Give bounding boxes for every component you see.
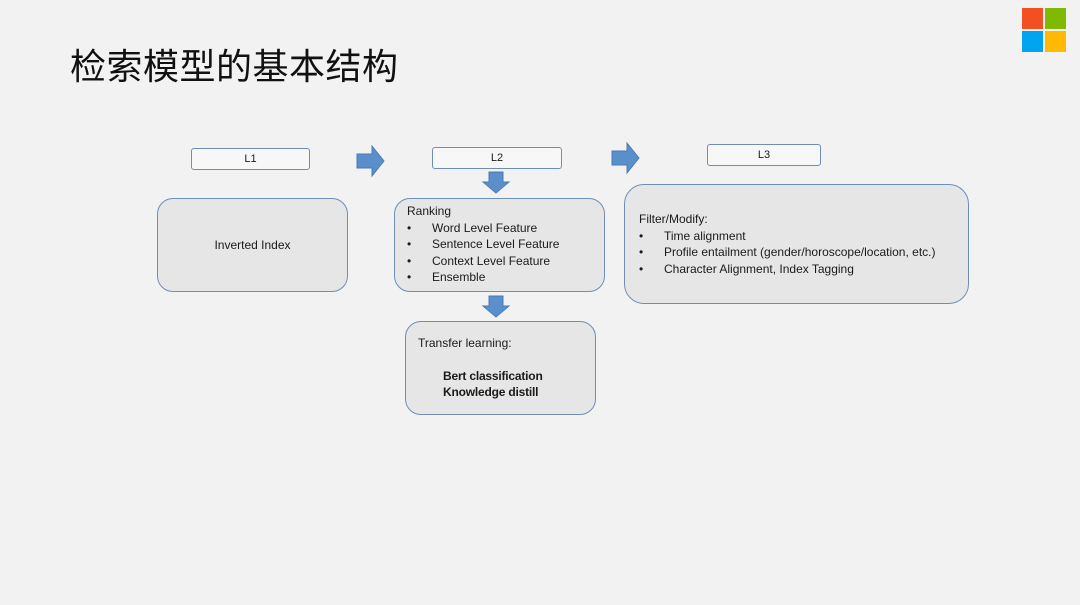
filter-modify-card: Filter/Modify: Time alignment Profile en… — [624, 184, 969, 304]
list-item: Time alignment — [639, 228, 935, 245]
down-arrow-icon — [481, 295, 511, 318]
filter-modify-heading: Filter/Modify: — [639, 212, 708, 226]
inverted-index-card: Inverted Index — [157, 198, 348, 292]
logo-green-square — [1045, 8, 1066, 29]
level-label-l1: L1 — [191, 148, 310, 170]
level-label-l3: L3 — [707, 144, 821, 166]
transfer-learning-card: Transfer learning: Bert classification K… — [405, 321, 596, 415]
logo-blue-square — [1022, 31, 1043, 52]
microsoft-logo-icon — [1022, 8, 1067, 53]
list-item: Sentence Level Feature — [407, 236, 559, 253]
list-item: Context Level Feature — [407, 253, 559, 270]
logo-red-square — [1022, 8, 1043, 29]
list-item: Character Alignment, Index Tagging — [639, 261, 935, 278]
ranking-feature-list: Word Level Feature Sentence Level Featur… — [407, 220, 559, 285]
transfer-learning-line: Knowledge distill — [443, 385, 539, 399]
list-item: Profile entailment (gender/horoscope/loc… — [639, 244, 935, 261]
level-label-l3-text: L3 — [757, 149, 771, 161]
level-label-l1-text: L1 — [244, 153, 257, 165]
transfer-learning-heading: Transfer learning: — [418, 336, 512, 350]
ranking-card: Ranking Word Level Feature Sentence Leve… — [394, 198, 605, 292]
ranking-heading: Ranking — [407, 204, 452, 218]
slide-title: 检索模型的基本结构 — [70, 47, 399, 88]
logo-yellow-square — [1045, 31, 1066, 52]
list-item: Ensemble — [407, 269, 559, 286]
down-arrow-icon — [481, 171, 511, 194]
transfer-learning-line: Bert classification — [443, 369, 543, 383]
level-label-l2: L2 — [432, 147, 562, 169]
filter-modify-list: Time alignment Profile entailment (gende… — [639, 228, 935, 277]
right-arrow-icon — [356, 144, 385, 178]
right-arrow-icon — [611, 141, 640, 175]
inverted-index-text: Inverted Index — [214, 238, 291, 252]
level-label-l2-text: L2 — [490, 152, 504, 164]
list-item: Word Level Feature — [407, 220, 559, 237]
